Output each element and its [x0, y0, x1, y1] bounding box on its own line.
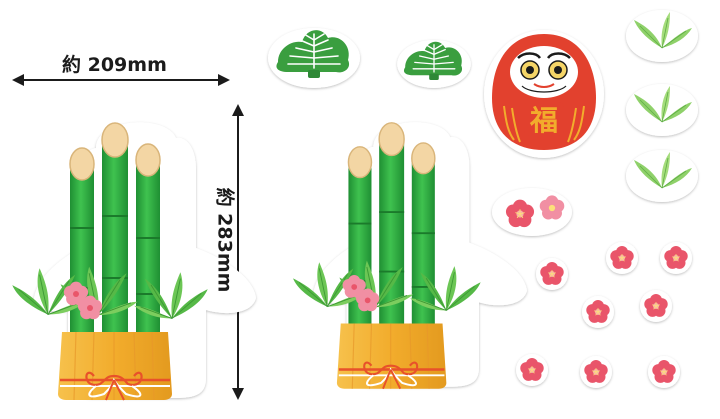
pine-sticker-large: [268, 28, 360, 88]
kadomatsu-sticker-medium: [293, 122, 527, 388]
width-dimension-arrow: [12, 74, 230, 86]
bamboo-leaf-sticker: [626, 150, 698, 202]
bamboo-leaf-sticker: [626, 84, 698, 136]
plum-blossom-sticker: [536, 258, 568, 290]
height-dimension-arrow: [232, 104, 244, 400]
plum-blossom-sticker: [660, 242, 692, 274]
plum-blossom-sticker: [580, 356, 612, 388]
plum-blossom-sticker: [606, 242, 638, 274]
plum-blossom-sticker: [516, 354, 548, 386]
bamboo-leaf-sticker: [626, 10, 698, 62]
plum-blossom-sticker: [582, 296, 614, 328]
daruma-sticker: 福: [484, 30, 604, 158]
daruma-fuku-character: 福: [529, 104, 558, 137]
plum-blossom-sticker: [640, 290, 672, 322]
width-label: 約 209mm: [62, 54, 167, 76]
height-label: 約 283mm: [213, 187, 236, 293]
plum-blossom-sticker: [648, 356, 680, 388]
plum-blossom-sticker: [492, 188, 572, 236]
pine-sticker-small: [397, 40, 471, 88]
